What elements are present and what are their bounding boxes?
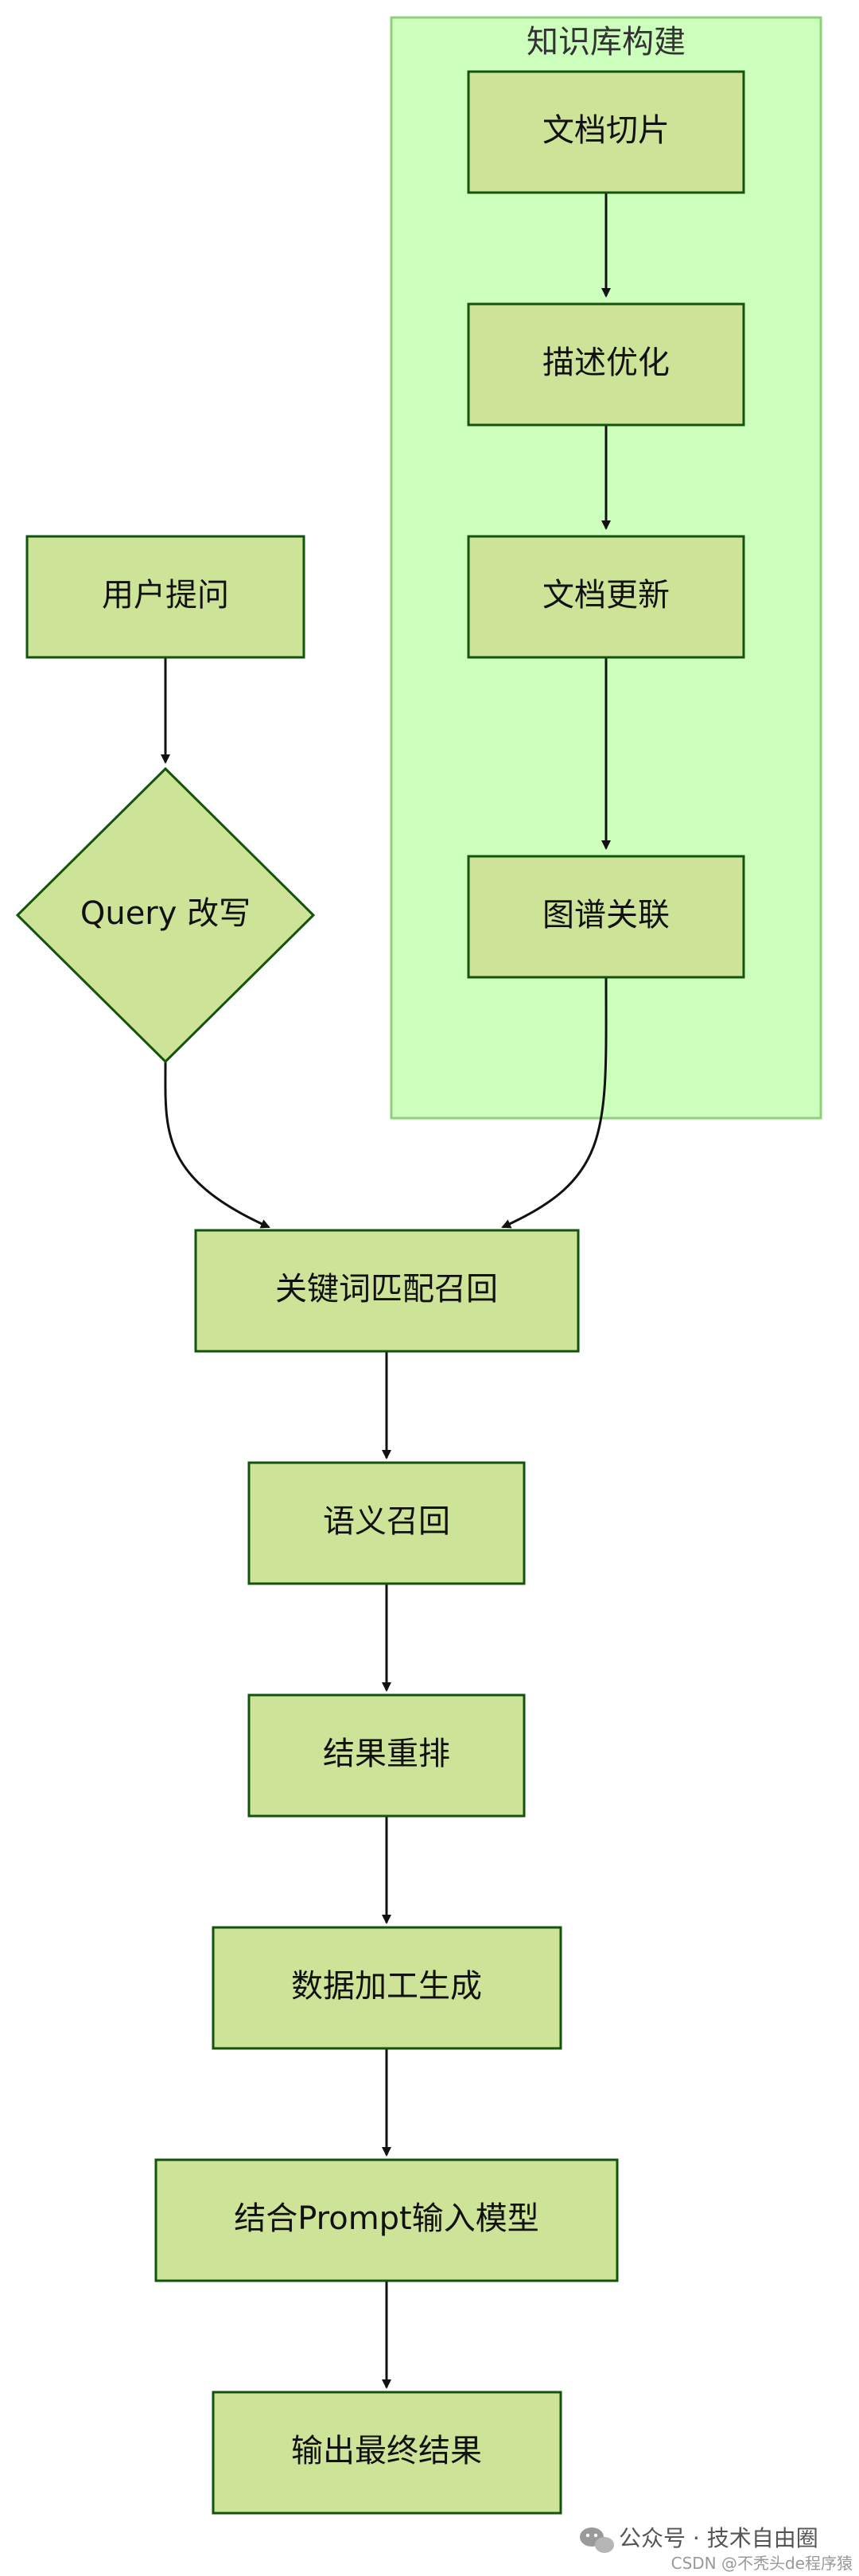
node-desc-optimize: 描述优化 — [467, 302, 745, 427]
node-rerank-label: 结果重排 — [323, 1736, 450, 1772]
node-prompt-model-label: 结合Prompt输入模型 — [234, 2200, 539, 2237]
node-semantic-recall: 语义召回 — [247, 1461, 526, 1585]
node-final-output-label: 输出最终结果 — [291, 2433, 482, 2469]
node-query-rewrite: Query 改写 — [15, 766, 316, 1064]
node-final-output: 输出最终结果 — [212, 2391, 562, 2515]
watermark: 公众号 · 技术自由圈 CSDN @不秃头de程序猿 — [580, 2525, 853, 2573]
node-keyword-recall-label: 关键词匹配召回 — [275, 1271, 498, 1307]
node-doc-update-label: 文档更新 — [542, 577, 670, 614]
node-user-query: 用户提问 — [25, 535, 305, 659]
node-doc-slice-label: 文档切片 — [542, 112, 670, 149]
edge-graph-to-keyword — [501, 976, 608, 1229]
node-graph-link-label: 图谱关联 — [542, 897, 670, 933]
edges — [161, 193, 611, 2389]
wechat-icon — [580, 2527, 614, 2553]
node-desc-optimize-label: 描述优化 — [542, 345, 670, 381]
node-user-query-label: 用户提问 — [102, 577, 229, 614]
node-data-gen: 数据加工生成 — [212, 1926, 562, 2050]
node-rerank: 结果重排 — [247, 1693, 526, 1818]
edge-rewrite-to-keyword — [164, 1061, 270, 1229]
node-doc-slice: 文档切片 — [467, 70, 745, 194]
watermark-line2: CSDN @不秃头de程序猿 — [671, 2554, 853, 2573]
node-semantic-recall-label: 语义召回 — [323, 1503, 450, 1540]
node-data-gen-label: 数据加工生成 — [291, 1968, 482, 2005]
watermark-line1: 公众号 · 技术自由圈 — [619, 2525, 818, 2551]
cluster-title: 知识库构建 — [527, 24, 686, 60]
node-keyword-recall: 关键词匹配召回 — [194, 1229, 580, 1353]
node-query-rewrite-label: Query 改写 — [80, 895, 251, 932]
node-prompt-model: 结合Prompt输入模型 — [154, 2158, 619, 2282]
node-doc-update: 文档更新 — [467, 535, 745, 659]
node-graph-link: 图谱关联 — [467, 855, 745, 979]
